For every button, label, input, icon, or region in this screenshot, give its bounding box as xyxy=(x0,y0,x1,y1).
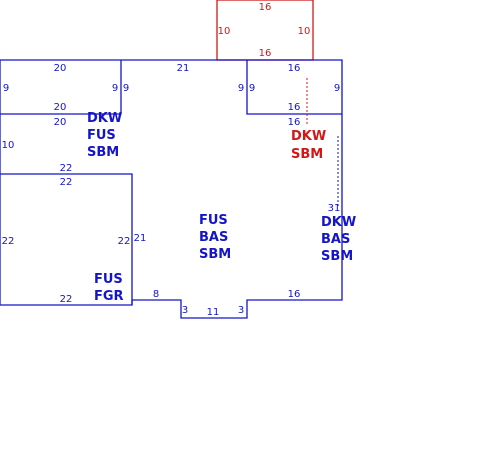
dim-lower-left-top: 20 xyxy=(54,117,67,128)
dim-ur-bottom: 16 xyxy=(288,102,301,113)
dim-lower-left-bottom: 22 xyxy=(60,163,73,174)
dim-bottom-11: 11 xyxy=(207,307,220,318)
label-sbm: SBM xyxy=(199,247,231,262)
label-dkw: DKW xyxy=(87,111,122,126)
dim-mid-top: 21 xyxy=(177,63,190,74)
dim-mid-left: 9 xyxy=(123,83,129,94)
dim-ur-right: 9 xyxy=(334,83,340,94)
label-fus: FUS xyxy=(199,213,228,228)
dim-red-top: 16 xyxy=(259,2,272,13)
dim-red-left: 10 xyxy=(218,26,231,37)
label-sbm: SBM xyxy=(321,249,353,264)
label-fgr: FGR xyxy=(94,289,124,304)
dim-box-right: 22 xyxy=(118,236,131,247)
dim-box-top: 22 xyxy=(60,177,73,188)
dim-lower-left-side: 10 xyxy=(2,140,15,151)
dim-bottom-3b: 3 xyxy=(238,305,244,316)
upper-right-room xyxy=(246,60,342,115)
dim-bottom-16: 16 xyxy=(288,289,301,300)
dim-ur-below: 16 xyxy=(288,117,301,128)
label-sbm: SBM xyxy=(87,145,119,160)
label-fus-fgr: FUS FGR xyxy=(94,272,124,304)
dim-ul-right: 9 xyxy=(112,83,118,94)
blue-outlines xyxy=(0,59,343,319)
lower-left-room xyxy=(0,173,133,305)
upper-left-room xyxy=(0,60,122,115)
dim-bottom-8: 8 xyxy=(153,289,159,300)
dim-box-left: 22 xyxy=(2,236,15,247)
label-fus-bas-sbm: FUS BAS SBM xyxy=(199,213,231,262)
red-dimensions: 16 10 10 16 xyxy=(218,2,311,59)
blue-dimensions: 20 9 9 20 21 9 9 16 9 9 16 16 20 10 22 2… xyxy=(2,63,341,318)
dim-mid-right: 9 xyxy=(238,83,244,94)
dim-bottom-3a: 3 xyxy=(182,305,188,316)
dim-ul-top: 20 xyxy=(54,63,67,74)
label-bas: BAS xyxy=(199,230,228,245)
dim-ur-left: 9 xyxy=(249,83,255,94)
dim-main-left: 21 xyxy=(134,233,147,244)
label-bas: BAS xyxy=(321,232,350,247)
label-dkw: DKW xyxy=(321,215,356,230)
label-fus: FUS xyxy=(94,272,123,287)
label-dkw-sbm-red: DKW SBM xyxy=(291,129,326,162)
dim-ul-bottom: 20 xyxy=(54,102,67,113)
dim-ul-left: 9 xyxy=(3,83,9,94)
area-labels: DKW FUS SBM DKW SBM FUS BAS SBM DKW BAS … xyxy=(87,111,356,304)
dim-ur-top: 16 xyxy=(288,63,301,74)
main-outline xyxy=(0,59,343,319)
dim-red-bottom: 16 xyxy=(259,48,272,59)
label-fus: FUS xyxy=(87,128,116,143)
dim-red-right: 10 xyxy=(298,26,311,37)
label-dkw-fus-sbm: DKW FUS SBM xyxy=(87,111,122,160)
label-dkw-bas-sbm: DKW BAS SBM xyxy=(321,215,356,264)
dim-main-right: 31 xyxy=(328,203,341,214)
dim-box-bottom: 22 xyxy=(60,294,73,305)
label-sbm: SBM xyxy=(291,147,323,162)
label-dkw: DKW xyxy=(291,129,326,144)
